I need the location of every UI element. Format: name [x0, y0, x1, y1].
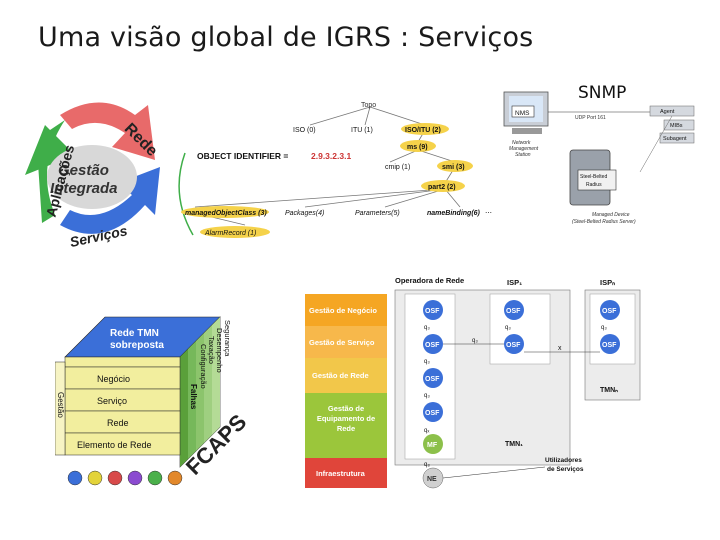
- oid-node-smi: smi (3): [442, 164, 465, 171]
- svg-text:Serviço: Serviço: [97, 396, 127, 406]
- svg-text:q₃: q₃: [601, 325, 607, 331]
- layer-gestao-rede: [305, 358, 387, 393]
- svg-text:q₃: q₃: [505, 325, 511, 331]
- page-title: Uma visão global de IGRS : Serviços: [38, 22, 534, 53]
- svg-text:OSF: OSF: [425, 342, 440, 349]
- layer-gestao-equipamento: [305, 393, 387, 458]
- gestao-side: Gestão: [56, 392, 65, 418]
- svg-text:Segurança: Segurança: [223, 320, 232, 357]
- svg-text:Gestão de Negócio: Gestão de Negócio: [309, 306, 377, 315]
- subagent-box: Subagent: [663, 136, 687, 142]
- snmp-port: UDP Port 161: [575, 115, 606, 121]
- svg-text:de Serviços: de Serviços: [547, 466, 584, 473]
- svg-text:Gestão de Serviço: Gestão de Serviço: [309, 338, 375, 347]
- svg-text:Rede TMN: Rede TMN: [110, 328, 159, 339]
- svg-text:q₈: q₈: [424, 462, 430, 468]
- snmp-label: SNMP: [578, 83, 627, 103]
- svg-text:sobreposta: sobreposta: [110, 340, 164, 351]
- svg-text:Negócio: Negócio: [97, 374, 130, 384]
- oid-node-itu: ITU (1): [351, 127, 373, 134]
- svg-text:Falhas: Falhas: [189, 384, 198, 410]
- svg-text:Management: Management: [509, 146, 539, 152]
- layer-infraestrutura: [305, 458, 387, 488]
- oid-node-moc: managedObjectClass (3): [185, 210, 267, 217]
- isp1-label: ISP₁: [507, 278, 522, 287]
- svg-text:Desempenho: Desempenho: [215, 328, 224, 373]
- oid-node-more: ⋯: [485, 210, 492, 217]
- svg-text:OSF: OSF: [602, 342, 617, 349]
- svg-text:Elemento de Rede: Elemento de Rede: [77, 440, 152, 450]
- svg-text:Taxação: Taxação: [207, 336, 216, 364]
- svg-text:(Steel-Belted Radius Server): (Steel-Belted Radius Server): [572, 219, 636, 225]
- tmn-architecture: Operadora de Rede ISP₁ ISPₙ Gestão de Ne…: [305, 276, 641, 489]
- svg-text:Infraestrutura: Infraestrutura: [316, 469, 366, 478]
- snmp-diagram: NMS Network Management Station UDP Port …: [503, 91, 695, 225]
- svg-text:NE: NE: [427, 476, 437, 483]
- mf-node: [423, 434, 443, 454]
- svg-text:MF: MF: [427, 442, 438, 449]
- center-disc: [47, 145, 137, 209]
- svg-text:OSF: OSF: [506, 308, 521, 315]
- agent-box: Agent: [660, 109, 675, 115]
- ispn-label: ISPₙ: [600, 278, 615, 287]
- svg-text:q₃: q₃: [472, 338, 478, 344]
- x-interface: x: [558, 345, 562, 352]
- oid-node-ms: ms (9): [407, 144, 428, 151]
- svg-text:OSF: OSF: [506, 342, 521, 349]
- operator-label: Operadora de Rede: [395, 276, 464, 285]
- layer-gestao-servico: [305, 326, 387, 358]
- oid-label: OBJECT IDENTIFIER =: [197, 151, 288, 161]
- svg-text:Steel-Belted: Steel-Belted: [580, 174, 607, 180]
- oid-value: 2.9.3.2.3.1: [311, 151, 351, 161]
- svg-text:q₃: q₃: [424, 393, 430, 399]
- svg-text:Configuração: Configuração: [199, 344, 208, 389]
- center-label-top: Gestão: [58, 162, 109, 179]
- nms-box: NMS: [515, 110, 530, 117]
- oid-node-iso: ISO (0): [293, 127, 316, 134]
- oid-node-cmip: cmip (1): [385, 164, 410, 171]
- oid-node-namebinding: nameBinding(6): [427, 210, 481, 217]
- svg-text:OSF: OSF: [425, 308, 440, 315]
- svg-text:q₃: q₃: [424, 359, 430, 365]
- tmn-cube: Rede TMN sobreposta Segurança Desempenho…: [55, 316, 251, 486]
- osf-nodes: OSF OSF OSF OSF OSF OSF OSF OSF: [423, 300, 620, 422]
- oid-node-parameters: Parameters(5): [355, 210, 400, 217]
- layer-gestao-negocio: [305, 294, 387, 326]
- svg-text:Utilizadores: Utilizadores: [545, 457, 582, 464]
- oid-root: Topo: [361, 102, 376, 109]
- oid-node-alarm-record: AlarmRecord (1): [204, 230, 256, 237]
- svg-text:Radius: Radius: [586, 182, 602, 188]
- oid-node-part2: part2 (2): [428, 184, 456, 191]
- svg-text:OSF: OSF: [425, 376, 440, 383]
- svg-text:Managed Device: Managed Device: [592, 212, 630, 218]
- tmnn-label: TMNₙ: [600, 387, 618, 394]
- svg-text:Network: Network: [512, 140, 531, 146]
- oid-node-iso-itu: ISO/ITU (2): [405, 127, 441, 134]
- svg-text:Rede: Rede: [107, 418, 129, 428]
- integrated-management-cycle: Gestão Integrada Rede Aplicações Serviço…: [25, 102, 161, 250]
- rede-arrow: [60, 102, 155, 160]
- oid-node-packages: Packages(4): [285, 210, 324, 217]
- svg-text:qₓ: qₓ: [424, 428, 429, 434]
- svg-text:OSF: OSF: [425, 410, 440, 417]
- oid-tree: Topo ISO (0) ITU (1) ISO/ITU (2) OBJECT …: [178, 102, 492, 238]
- svg-text:Station: Station: [515, 152, 531, 158]
- center-label-bottom: Integrada: [50, 180, 118, 197]
- svg-text:q₃: q₃: [424, 325, 430, 331]
- tmn1-label: TMN₁: [505, 441, 523, 448]
- mibs-box: MIBs: [670, 123, 683, 129]
- svg-text:OSF: OSF: [602, 308, 617, 315]
- svg-text:Gestão de Rede: Gestão de Rede: [312, 371, 369, 380]
